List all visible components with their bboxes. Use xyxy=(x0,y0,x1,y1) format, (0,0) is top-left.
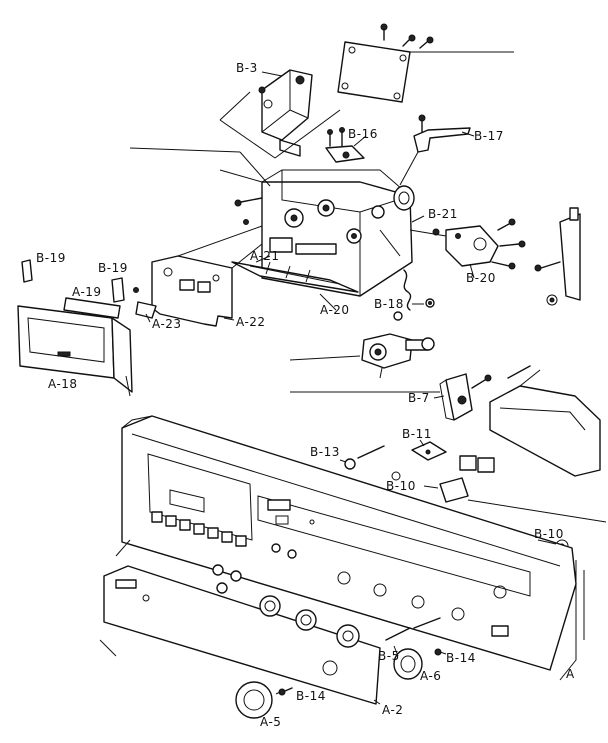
label-b14-lower: B-14 xyxy=(296,689,326,703)
clip-b19-left xyxy=(21,259,33,283)
clip-b19-right xyxy=(111,277,125,303)
label-a21: A-21 xyxy=(250,249,280,263)
label-a2: A-2 xyxy=(382,703,404,717)
knob-a6 xyxy=(393,648,442,680)
leader-lines xyxy=(145,71,557,705)
bracket-b3 xyxy=(219,69,341,159)
label-b13: B-13 xyxy=(310,445,340,459)
right-frame xyxy=(559,560,585,681)
label-a5: A-5 xyxy=(260,715,282,729)
screw-b13 xyxy=(344,445,385,470)
label-b19-right: B-19 xyxy=(98,261,128,275)
label-b17: B-17 xyxy=(474,129,504,143)
label-a19: A-19 xyxy=(72,285,102,299)
label-b16: B-16 xyxy=(348,127,378,141)
knob-a5 xyxy=(99,639,293,719)
label-b18: B-18 xyxy=(374,297,404,311)
switch-block-b7 xyxy=(290,365,601,477)
circuit-board-top xyxy=(337,23,514,103)
tape-mechanism-chassis xyxy=(129,147,415,297)
label-a20: A-20 xyxy=(320,303,350,317)
label-b20: B-20 xyxy=(466,271,496,285)
label-b10-right: B-10 xyxy=(534,527,564,541)
label-a23: A-23 xyxy=(152,317,182,331)
label-b7: B-7 xyxy=(408,391,430,405)
cassette-door-a18 xyxy=(17,297,133,397)
label-a22: A-22 xyxy=(236,315,266,329)
label-a6: A-6 xyxy=(420,669,442,683)
label-b11: B-11 xyxy=(402,427,432,441)
label-b21: B-21 xyxy=(428,207,458,221)
label-b3: B-3 xyxy=(236,61,258,75)
bracket-b20 xyxy=(409,218,526,270)
label-b19-left: B-19 xyxy=(36,251,66,265)
right-partial-bracket xyxy=(534,207,581,306)
label-a18: A-18 xyxy=(48,377,78,391)
label-b10-upper: B-10 xyxy=(386,479,416,493)
label-b5: B-5 xyxy=(378,649,400,663)
label-b14-right: B-14 xyxy=(446,651,476,665)
sub-panel-a2 xyxy=(103,565,381,705)
bracket-b16 xyxy=(325,127,365,163)
assembly-b18 xyxy=(289,269,435,379)
clamp-b17 xyxy=(399,114,471,186)
knob-group xyxy=(212,543,441,648)
plate-a22 xyxy=(133,225,263,327)
label-a: A xyxy=(566,667,575,681)
part-b11 xyxy=(411,441,447,461)
